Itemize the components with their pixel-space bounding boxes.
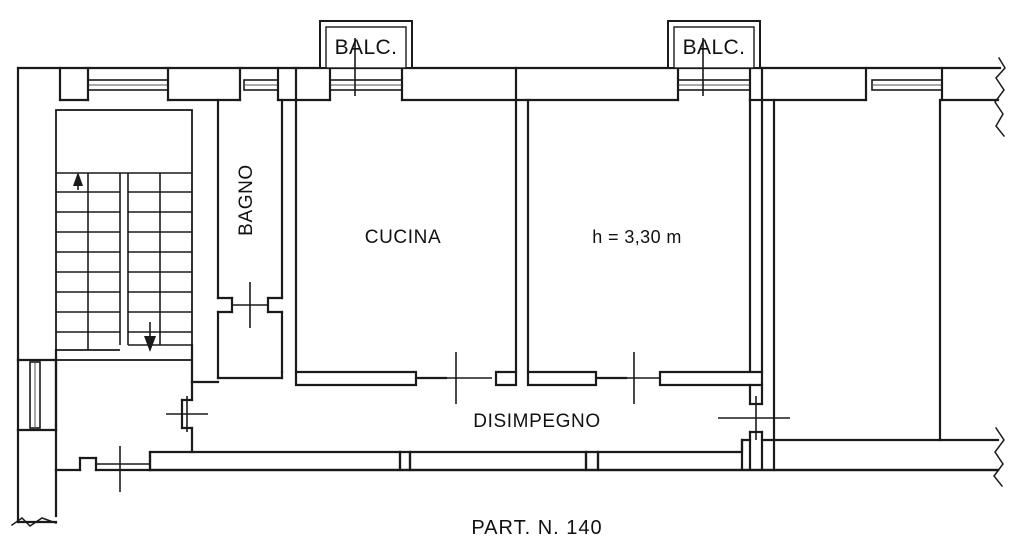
entry-bottom-walls — [16, 446, 152, 524]
left-break-line — [10, 517, 57, 527]
up-arrow-head-icon — [73, 172, 83, 186]
bagno-room — [216, 98, 284, 380]
cucina-room — [294, 98, 518, 404]
cucina-bottom-wall — [294, 370, 418, 387]
disimpegno-bottom-wall — [148, 383, 1000, 472]
corridor-bottom-wall-inner — [148, 438, 744, 454]
right-room-bottom-wall-right — [658, 370, 764, 387]
stair-enclosure — [55, 109, 193, 361]
outer-walls — [10, 56, 1006, 527]
balcony-right-label: BALC. — [683, 36, 746, 59]
room-label-cucina: CUCINA — [365, 227, 441, 248]
room-far-right — [760, 98, 1000, 472]
room-right — [526, 98, 764, 404]
room-label-disimpegno: DISIMPEGNO — [473, 411, 600, 432]
right-break-line-bottom — [993, 426, 1005, 488]
corridor-bottom-wall-band — [148, 438, 776, 472]
balcony-left-group — [319, 20, 413, 96]
room-label-bagno: BAGNO — [236, 164, 257, 236]
corridor-upper-walls — [166, 370, 284, 454]
balcony-left-inner — [325, 26, 407, 69]
balcony-left-label: BALC. — [335, 36, 398, 59]
room-label-ceiling-height: h = 3,30 m — [592, 227, 682, 247]
right-break-line-top — [994, 56, 1006, 138]
down-arrow-head-icon — [144, 336, 156, 352]
right-room-bottom-wall-left — [526, 370, 598, 387]
top-wall-band — [58, 66, 1000, 102]
cucina-bottom-wall-stub — [494, 370, 518, 387]
staircase-group — [54, 109, 194, 472]
left-outer-window-group — [16, 358, 58, 432]
balcony-right-inner — [673, 26, 755, 69]
parcel-number-label: PART. N. 140 — [471, 517, 602, 537]
balcony-right-group — [667, 20, 761, 96]
